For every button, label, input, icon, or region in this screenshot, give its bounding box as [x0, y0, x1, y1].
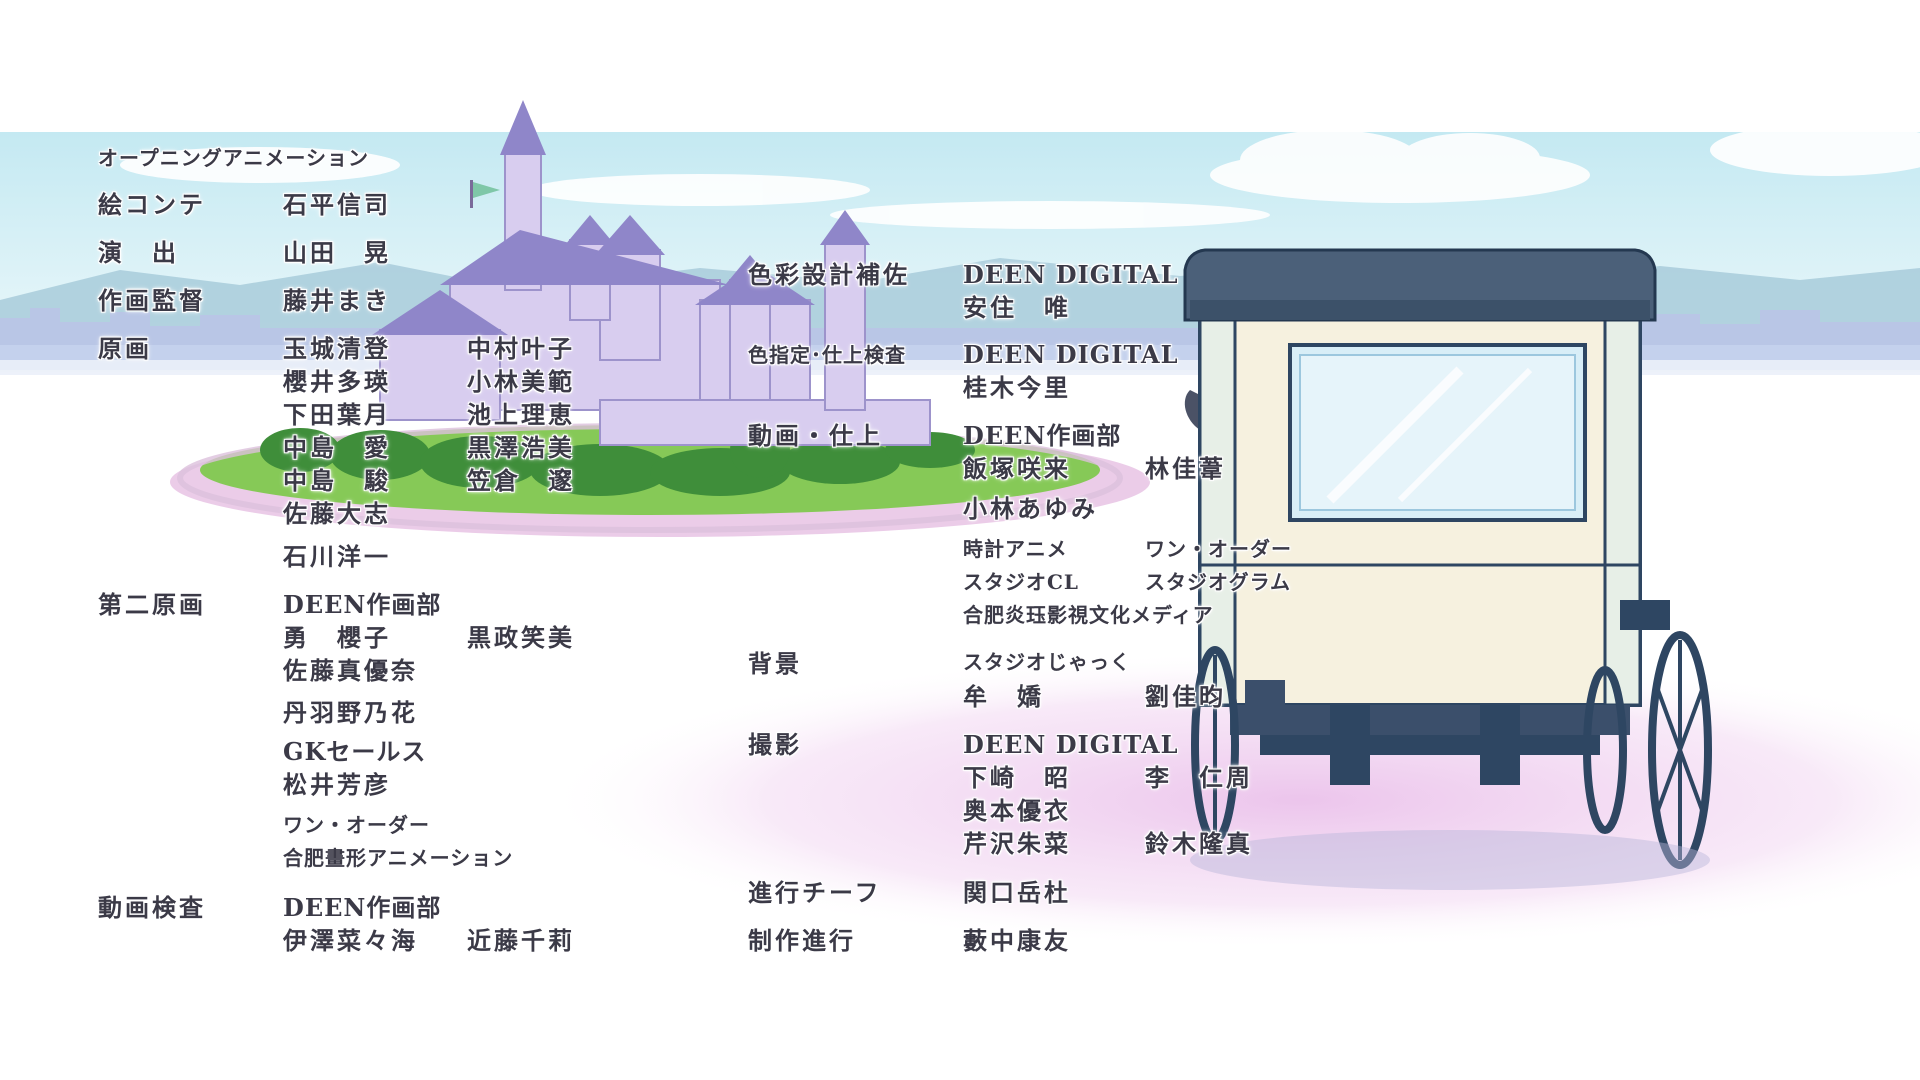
name-inbetween-check: 近藤千莉: [467, 926, 575, 955]
name-key-anim: 石川洋一: [283, 542, 391, 571]
role-inbetween-finish: 動画・仕上: [748, 421, 883, 450]
name-inbetween: スタジオCL: [963, 570, 1079, 594]
name-inbetween: 林佳葦: [1145, 454, 1226, 483]
name-inbetween: 時計アニメ: [963, 537, 1068, 561]
name-photography: DEEN DIGITAL: [963, 730, 1179, 759]
name-background: 劉佳昀: [1145, 682, 1226, 711]
name-key-anim: 佐藤大志: [283, 499, 391, 528]
name-key-anim: 下田葉月: [283, 400, 391, 429]
name-inbetween: 小林あゆみ: [963, 494, 1098, 523]
name-photography: 李 仁周: [1145, 763, 1253, 792]
name-key-anim: 黒澤浩美: [467, 433, 575, 462]
role-inbetween-check: 動画検査: [98, 893, 206, 922]
name-background: スタジオじゃっく: [963, 650, 1131, 674]
name-second-key: 黒政笑美: [467, 623, 575, 652]
name-inbetween: DEEN作画部: [963, 421, 1122, 450]
name-inbetween-check: DEEN作画部: [283, 893, 442, 922]
name-key-anim: 小林美範: [467, 367, 575, 396]
name-second-key: 丹羽野乃花: [283, 698, 418, 727]
name-photography: 芹沢朱菜: [963, 829, 1071, 858]
name-inbetween: ワン・オーダー: [1145, 537, 1292, 561]
name-key-anim: 池上理恵: [467, 400, 575, 429]
name-second-key: 合肥畫形アニメーション: [283, 846, 514, 870]
name-second-key: ワン・オーダー: [283, 813, 430, 837]
name-pa: 藪中康友: [963, 926, 1071, 955]
name-key-anim: 中村叶子: [467, 334, 575, 363]
carriage: [1183, 248, 1712, 890]
role-chief-production-assistant: 進行チーフ: [748, 878, 882, 907]
name-inbetween: 飯塚咲来: [963, 454, 1071, 483]
name-inbetween: 合肥炎珏影視文化メディア: [963, 603, 1214, 627]
name-second-key: DEEN作画部: [283, 590, 442, 619]
name-storyboard: 石平信司: [283, 190, 391, 219]
name-photography: 奥本優衣: [963, 796, 1071, 825]
role-photography: 撮影: [748, 730, 802, 759]
name-second-key: 松井芳彦: [283, 770, 391, 799]
name-key-anim: 中島 愛: [283, 433, 391, 462]
name-photography: 下崎 昭: [963, 763, 1071, 792]
name-inbetween: スタジオグラム: [1145, 570, 1291, 594]
role-anim-director: 作画監督: [98, 286, 206, 315]
name-background: 牟 嬌: [963, 682, 1044, 711]
name-color-design: DEEN DIGITAL: [963, 260, 1179, 289]
name-inbetween-check: 伊澤菜々海: [283, 926, 418, 955]
clouds: [120, 124, 1920, 229]
role-key-animation: 原画: [98, 334, 152, 363]
role-director: 演 出: [98, 238, 179, 267]
role-storyboard: 絵コンテ: [98, 190, 206, 219]
role-background: 背景: [748, 649, 802, 678]
name-key-anim: 笠倉 邃: [467, 466, 575, 495]
name-second-key: 勇 櫻子: [283, 623, 391, 652]
name-second-key: 佐藤真優奈: [283, 656, 418, 685]
name-color-design: 安住 唯: [963, 293, 1071, 322]
name-photography: 鈴木隆真: [1145, 829, 1253, 858]
name-director: 山田 晃: [283, 238, 391, 267]
name-second-key: GKセールス: [283, 737, 427, 766]
role-second-key-animation: 第二原画: [98, 590, 206, 619]
credits-heading: オープニングアニメーション: [98, 146, 369, 170]
name-key-anim: 玉城清登: [283, 334, 391, 363]
name-key-anim: 櫻井多瑛: [283, 367, 391, 396]
name-color-check: 桂木今里: [963, 373, 1071, 402]
role-color-design-assistant: 色彩設計補佐: [748, 260, 910, 289]
role-color-check: 色指定･仕上検査: [748, 343, 906, 367]
role-production-assistant: 制作進行: [748, 926, 856, 955]
name-key-anim: 中島 駿: [283, 466, 391, 495]
castle-island: [170, 100, 1150, 537]
name-color-check: DEEN DIGITAL: [963, 340, 1179, 369]
name-anim-director: 藤井まき: [283, 286, 391, 315]
name-chief-pa: 関口岳杜: [963, 878, 1071, 907]
